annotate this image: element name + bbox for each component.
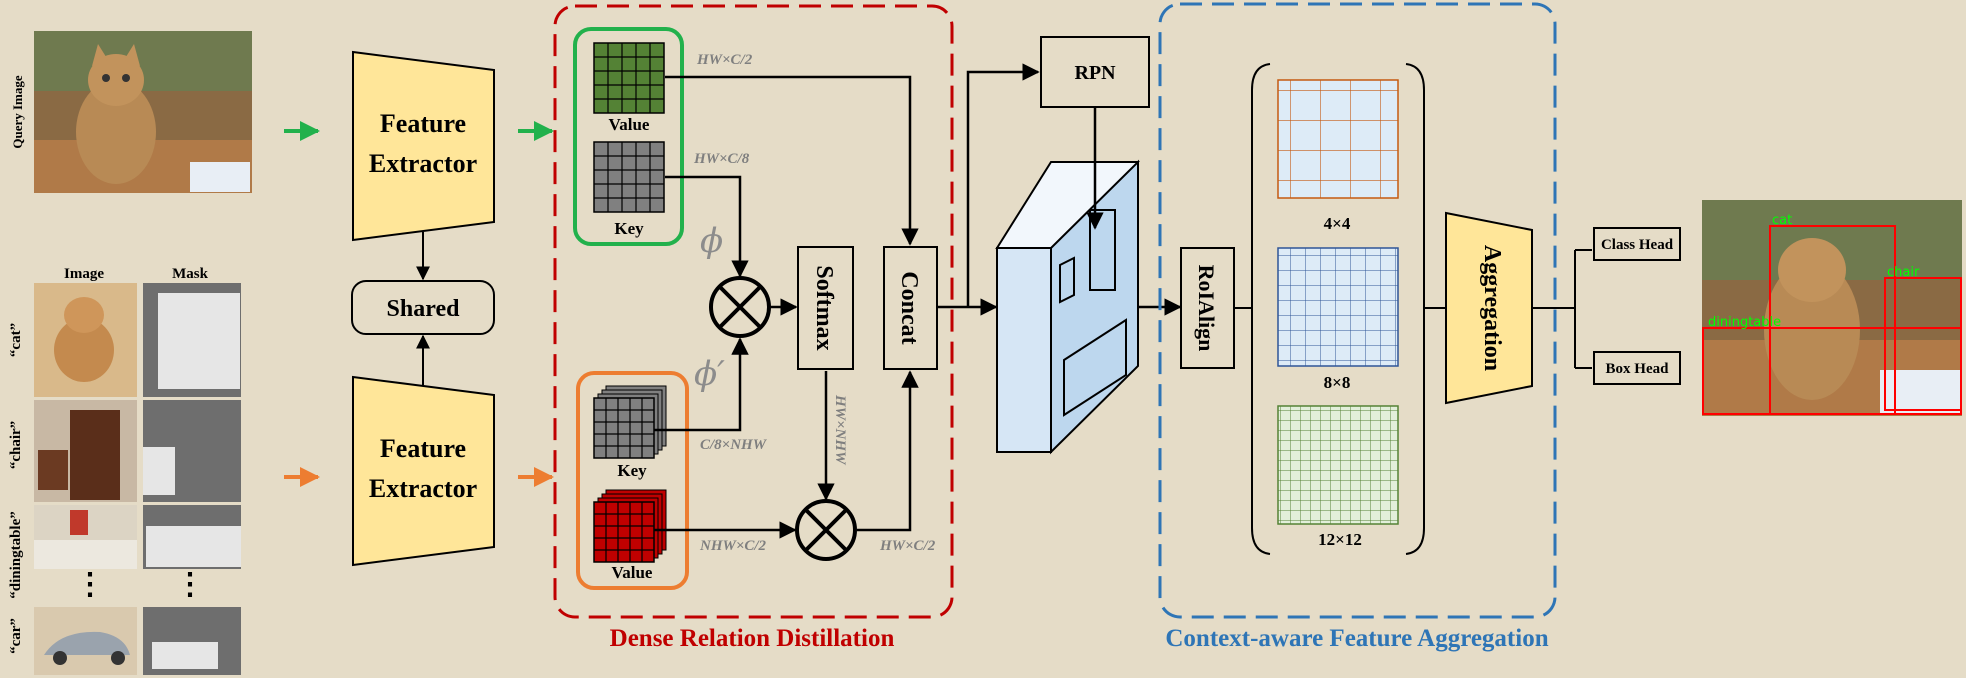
pool-size-label: 12×12 [1318, 530, 1362, 549]
feature-extractor-line1: Feature [380, 109, 466, 138]
phi-symbol: ϕ [700, 221, 723, 261]
output-detection-image: cat chair diningtable [1702, 200, 1962, 416]
query-key-cube [593, 141, 665, 213]
matmul-operator-bottom [795, 499, 857, 561]
box-head-box: Box Head [1593, 351, 1681, 385]
support-feature-extractor: Feature Extractor [352, 375, 495, 567]
aggregation-block: Aggregation [1445, 211, 1533, 405]
shared-label: Shared [387, 296, 461, 322]
dim-query-key: HW×C/8 [693, 151, 750, 167]
support-key-label: Key [617, 461, 647, 480]
support-mask-cat [143, 283, 241, 397]
roialign-box: RoIAlign [1180, 247, 1235, 369]
support-key-value-group [576, 371, 689, 590]
support-class-label: “diningtable” [8, 511, 24, 599]
query-image [34, 31, 252, 193]
query-image-label: Query Image [10, 75, 25, 149]
query-value-label: Value [609, 115, 650, 134]
concat-box: Concat [883, 246, 938, 370]
phi-prime-symbol: ϕ′ [694, 354, 725, 394]
query-key-label: Key [614, 219, 644, 238]
support-image-header: Image [64, 266, 104, 282]
drd-title: Dense Relation Distillation [610, 625, 895, 652]
ellipsis-icon: ⋮ [175, 568, 205, 601]
support-key-cube [593, 385, 667, 459]
pool-grid-4x4 [1277, 79, 1399, 199]
support-mask-diningtable [143, 505, 241, 569]
pool-left-bracket [1251, 63, 1271, 555]
support-value-label: Value [612, 563, 653, 582]
detection-label-chair: chair [1887, 265, 1920, 280]
softmax-label: Softmax [811, 265, 837, 350]
support-class-label: “car” [8, 618, 24, 654]
query-feature-extractor: Feature Extractor [352, 50, 495, 242]
cfa-module-border [1158, 2, 1557, 619]
support-image-cat [34, 283, 137, 397]
support-class-label: “chair” [8, 421, 24, 469]
class-head-box: Class Head [1593, 227, 1681, 261]
pool-grid-12x12 [1277, 405, 1399, 525]
roialign-label: RoIAlign [1194, 265, 1219, 352]
shared-weights-box: Shared [351, 280, 495, 335]
rpn-label: RPN [1074, 62, 1116, 84]
support-image-car [34, 607, 137, 675]
support-image-chair [34, 400, 137, 502]
detection-label-cat: cat [1772, 213, 1792, 228]
feature-map-block [995, 159, 1140, 455]
box-head-label: Box Head [1606, 361, 1670, 377]
ellipsis-icon: ⋮ [75, 568, 105, 601]
feature-extractor-line2: Extractor [369, 474, 477, 503]
detection-box-diningtable [1702, 327, 1962, 415]
dim-support-value: NHW×C/2 [699, 538, 767, 554]
aggregation-label: Aggregation [1479, 245, 1505, 371]
matmul-operator-top [709, 276, 771, 338]
drd-module-border [553, 4, 954, 619]
dim-query-value: HW×C/2 [696, 52, 753, 68]
dim-output: HW×C/2 [879, 538, 936, 554]
feature-extractor-line2: Extractor [369, 149, 477, 178]
dim-support-key: C/8×NHW [700, 437, 768, 453]
support-image-diningtable [34, 505, 137, 569]
support-mask-chair [143, 400, 241, 502]
head-connectors [1532, 249, 1592, 369]
pool-grid-8x8 [1277, 247, 1399, 367]
detection-label-diningtable: diningtable [1708, 315, 1781, 330]
class-head-label: Class Head [1601, 237, 1674, 253]
pool-size-label: 8×8 [1324, 373, 1351, 392]
query-key-value-group [573, 27, 684, 246]
concat-label: Concat [896, 271, 922, 344]
drd-connectors [654, 63, 1040, 539]
support-class-label: “cat” [8, 323, 24, 357]
dim-softmax-output: HW×NHW [832, 394, 848, 466]
cfa-title: Context-aware Feature Aggregation [1165, 625, 1548, 652]
query-value-cube [593, 42, 665, 114]
pool-right-bracket [1405, 63, 1425, 555]
rpn-box: RPN [1040, 36, 1150, 108]
softmax-box: Softmax [797, 246, 854, 370]
support-value-cube [593, 489, 667, 563]
feature-extractor-line1: Feature [380, 434, 466, 463]
support-mask-car [143, 607, 241, 675]
pool-size-label: 4×4 [1324, 214, 1351, 233]
support-mask-header: Mask [172, 266, 208, 282]
